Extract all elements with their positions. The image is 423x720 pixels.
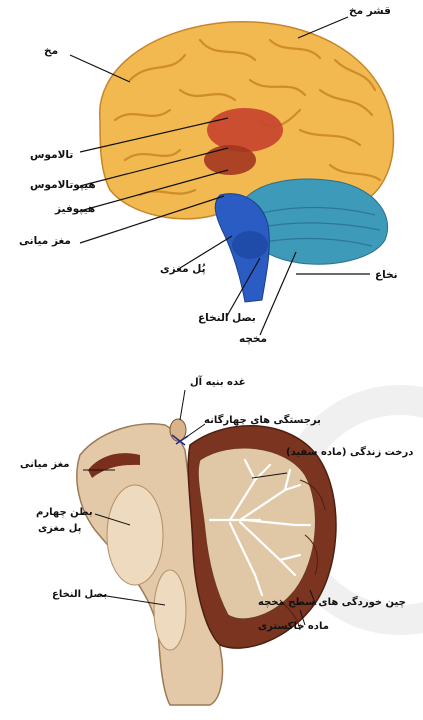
- label-midbrain: مغز میانی: [19, 236, 71, 247]
- label-folds: چین خوردگی های سطح مخچه: [258, 598, 406, 608]
- label-quadrigemina: برجستگی های چهارگانه: [204, 416, 321, 426]
- label-cerebellum: مخچه: [239, 334, 267, 345]
- thalamus-shape: [207, 108, 283, 152]
- label-gray-matter: ماده خاکستری: [258, 622, 329, 632]
- label-cortex: قشر مخ: [349, 6, 391, 17]
- label-thalamus: تالاموس: [30, 150, 73, 161]
- hypothalamus-shape: [204, 145, 256, 175]
- label-pons-section: پل مغزی: [38, 524, 81, 534]
- label-medulla: بصل النخاع: [198, 313, 256, 324]
- medulla-section: [154, 570, 186, 650]
- label-pituitary: هیپوفیز: [55, 204, 95, 215]
- label-medulla-section: بصل النخاع: [52, 590, 107, 600]
- label-spinal-cord: نخاع: [375, 270, 398, 281]
- brain-diagram: قشر مخ مخ تالاموس هیپوتالاموس هیپوفیز مغ…: [0, 0, 423, 360]
- section-illustration: [0, 360, 423, 720]
- label-pineal: غده بنیه آل: [190, 378, 246, 388]
- label-pons: پُل مغزی: [160, 264, 206, 275]
- label-midbrain-section: مغز میانی: [20, 460, 69, 470]
- pons-section: [107, 485, 163, 585]
- label-arbor-vitae: درخت زندگی (ماده سفید): [286, 448, 413, 458]
- label-fourth-ventricle: بطن چهارم: [36, 508, 93, 518]
- section-diagram: غده بنیه آل برجستگی های چهارگانه درخت زن…: [0, 360, 423, 720]
- pineal-gland: [170, 419, 186, 441]
- label-hypothalamus: هیپوتالاموس: [30, 180, 96, 191]
- label-cerebrum: مخ: [44, 46, 58, 57]
